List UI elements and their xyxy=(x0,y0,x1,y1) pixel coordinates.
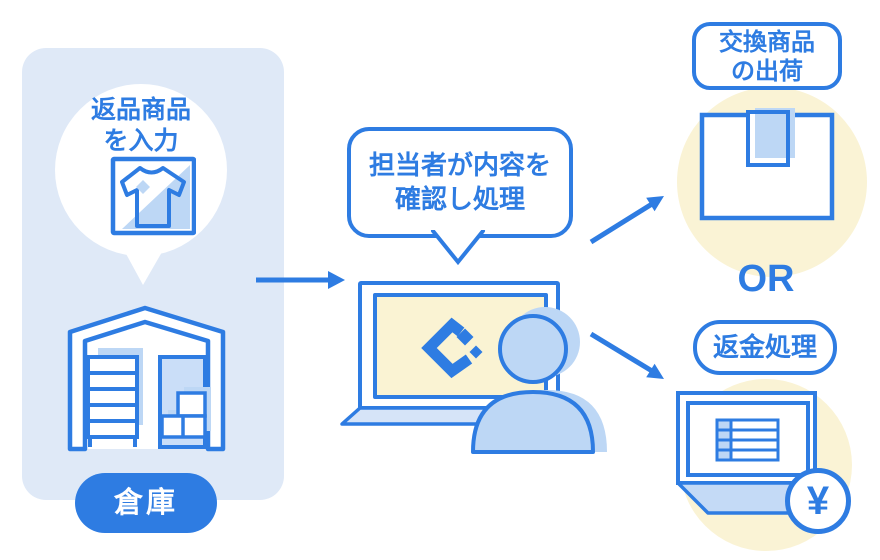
return-input-label-line1: 返品商品 xyxy=(90,96,191,124)
return-input-bubble-tail xyxy=(125,252,162,285)
warehouse-pill: 倉庫 xyxy=(75,473,217,533)
staff-review-label-line2: 確認し処理 xyxy=(394,184,525,214)
exchange-shipping-bubble: 交換商品 の出荷 xyxy=(692,22,842,90)
refund-label: 返金処理 xyxy=(712,332,817,362)
refund-monitor-icon xyxy=(676,391,817,515)
return-input-label: 返品商品 を入力 xyxy=(55,95,227,157)
exchange-shipping-label-line2: の出荷 xyxy=(731,58,803,85)
yen-symbol: ¥ xyxy=(806,479,830,523)
refund-bubble: 返金処理 xyxy=(693,320,837,375)
warehouse-pill-label: 倉庫 xyxy=(113,487,178,519)
package-icon xyxy=(699,108,835,221)
staff-person-icon xyxy=(471,307,607,454)
staff-review-bubble-tail xyxy=(431,230,485,266)
staff-review-label-line1: 担当者が内容を xyxy=(368,150,551,180)
warehouse-icon xyxy=(67,305,226,452)
or-label: OR xyxy=(737,258,795,300)
staff-review-bubble: 担当者が内容を 確認し処理 xyxy=(347,127,573,238)
company-logo-icon xyxy=(421,317,483,379)
return-input-label-line2: を入力 xyxy=(103,127,179,155)
arrow-up-right-icon xyxy=(589,196,664,245)
tshirt-icon xyxy=(110,156,196,236)
exchange-shipping-label-line1: 交換商品 xyxy=(719,29,815,56)
yen-icon: ¥ xyxy=(785,468,851,534)
